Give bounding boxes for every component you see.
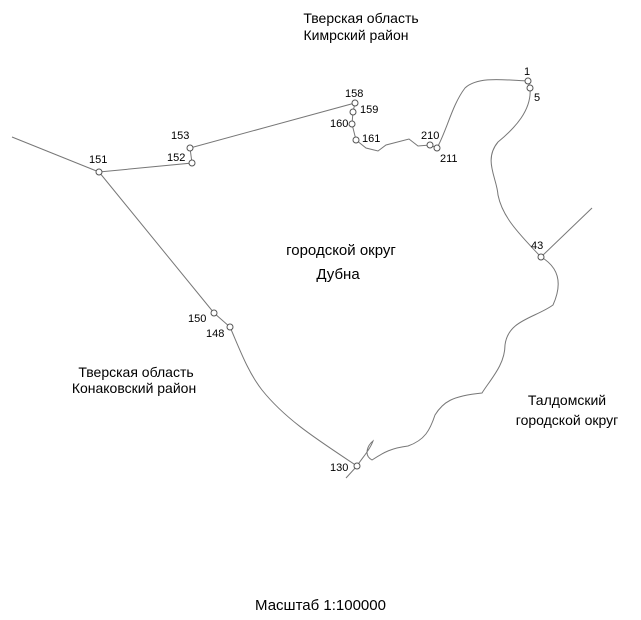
point-marker-153 <box>186 144 194 152</box>
point-label-211: 211 <box>440 153 458 165</box>
region-center-line2: Дубна <box>316 266 360 283</box>
point-label-130: 130 <box>330 462 348 474</box>
point-marker-161 <box>352 136 360 144</box>
point-marker-43 <box>537 253 545 261</box>
dubna-boundary <box>98 79 559 467</box>
point-marker-150 <box>210 309 218 317</box>
point-label-210: 210 <box>421 130 439 142</box>
boundary-branch-northwest <box>11 136 100 173</box>
region-left-line2: Конаковский район <box>72 380 196 396</box>
region-left-line1: Тверская область <box>78 364 193 380</box>
point-label-161: 161 <box>362 133 380 145</box>
point-label-152: 152 <box>167 152 185 164</box>
boundary-branch-east <box>540 207 593 258</box>
point-label-153: 153 <box>171 130 189 142</box>
region-center-line1: городской округ <box>286 242 396 259</box>
point-marker-151 <box>95 168 103 176</box>
point-marker-5 <box>526 84 534 92</box>
point-marker-210 <box>426 141 434 149</box>
point-label-5: 5 <box>534 92 540 104</box>
point-marker-158 <box>351 99 359 107</box>
point-label-43: 43 <box>531 240 543 252</box>
region-right-line1: Талдомский <box>528 392 606 408</box>
point-label-150: 150 <box>188 313 206 325</box>
map-scale: Масштаб 1:100000 <box>255 597 386 614</box>
point-marker-130 <box>353 462 361 470</box>
point-label-159: 159 <box>360 104 378 116</box>
point-marker-1 <box>524 77 532 85</box>
region-right-line2: городской округ <box>516 412 618 428</box>
point-label-160: 160 <box>330 118 348 130</box>
point-marker-152 <box>188 159 196 167</box>
point-marker-160 <box>348 120 356 128</box>
point-marker-211 <box>433 144 441 152</box>
point-label-148: 148 <box>206 328 224 340</box>
point-label-1: 1 <box>524 66 530 78</box>
point-marker-159 <box>349 108 357 116</box>
region-top-line1: Тверская область <box>303 10 418 26</box>
region-top-line2: Кимрский район <box>304 27 409 43</box>
point-marker-148 <box>226 323 234 331</box>
point-label-151: 151 <box>89 154 107 166</box>
point-label-158: 158 <box>345 88 363 100</box>
